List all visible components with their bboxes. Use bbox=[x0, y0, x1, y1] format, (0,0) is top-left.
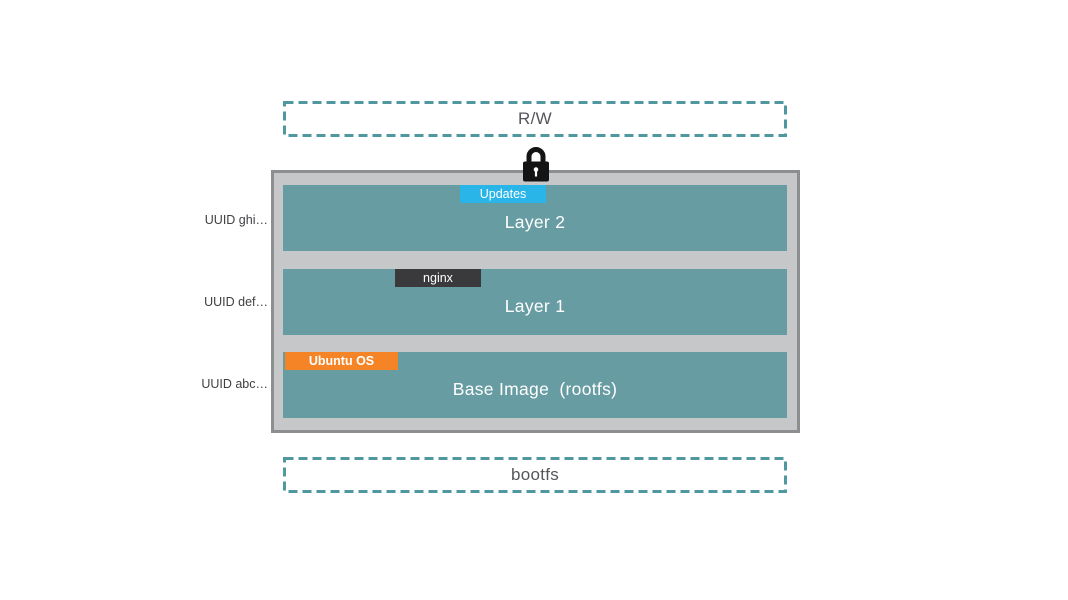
updates-badge: Updates bbox=[460, 185, 546, 203]
base-image-row: Ubuntu OS Base Image (rootfs) bbox=[283, 352, 787, 418]
uuid-label-layer-1: UUID def… bbox=[204, 295, 268, 309]
bootfs-box: bootfs bbox=[283, 457, 787, 493]
base-image-label: Base Image (rootfs) bbox=[452, 378, 618, 399]
layer-1-label: Layer 1 bbox=[504, 295, 566, 316]
dashed-border bbox=[283, 457, 787, 493]
uuid-label-layer-2: UUID ghi… bbox=[204, 213, 268, 227]
layer-2-label: Layer 2 bbox=[504, 211, 566, 232]
layer-2-row: Updates Layer 2 bbox=[283, 185, 787, 251]
ubuntu-os-badge: Ubuntu OS bbox=[285, 352, 398, 370]
layer-1-row: nginx Layer 1 bbox=[283, 269, 787, 335]
lock-icon bbox=[519, 145, 553, 188]
bootfs-label: bootfs bbox=[510, 465, 560, 484]
dashed-border bbox=[283, 101, 787, 137]
uuid-label-base-image: UUID abc… bbox=[201, 377, 268, 391]
rw-box: R/W bbox=[283, 101, 787, 137]
rw-label: R/W bbox=[518, 109, 552, 128]
nginx-badge: nginx bbox=[395, 269, 481, 287]
